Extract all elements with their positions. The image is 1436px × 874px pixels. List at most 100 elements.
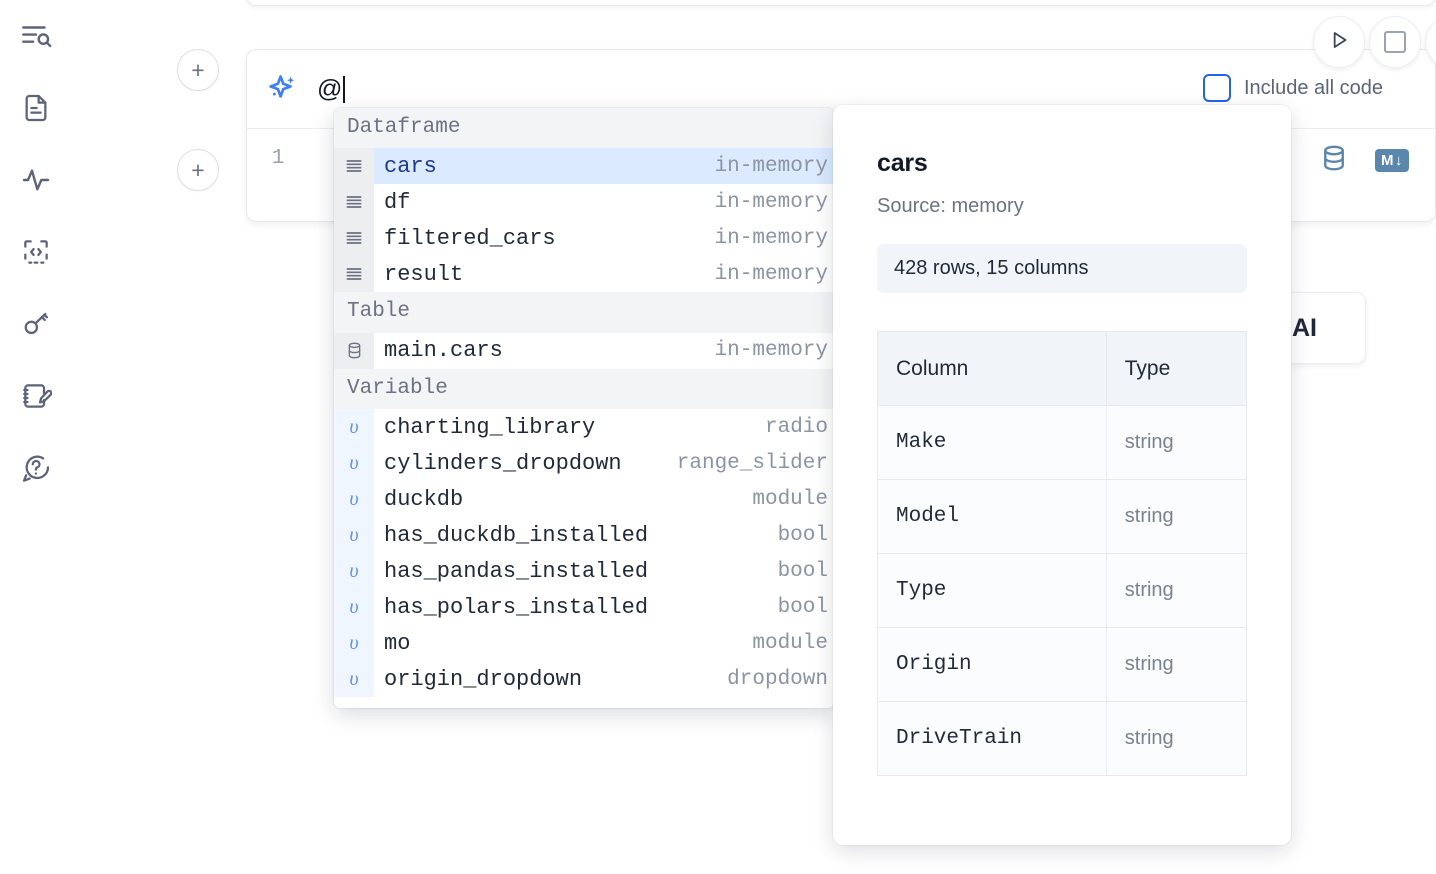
autocomplete-item-name: cylinders_dropdown — [384, 450, 622, 476]
ai-chip-label: AI — [1292, 313, 1317, 342]
ai-prompt-row[interactable]: @ — [247, 50, 1435, 128]
stop-button[interactable] — [1369, 16, 1421, 68]
sidebar-rail — [0, 0, 72, 874]
run-button[interactable] — [1313, 16, 1365, 68]
document-icon — [20, 92, 52, 124]
autocomplete-item-type: range_slider — [676, 451, 828, 475]
autocomplete-item-type: in-memory — [714, 226, 828, 250]
line-number: 1 — [271, 147, 285, 170]
key-icon — [20, 308, 52, 340]
autocomplete-item-type: radio — [764, 415, 828, 439]
detail-row-column-count: 428 rows, 15 columns — [877, 244, 1247, 293]
ai-prompt-input[interactable]: @ — [317, 75, 346, 104]
markdown-badge[interactable]: M↓ — [1375, 149, 1409, 172]
include-all-code-checkbox[interactable] — [1203, 74, 1231, 102]
markdown-badge-arrow: ↓ — [1395, 152, 1403, 169]
autocomplete-item-type: in-memory — [714, 339, 828, 363]
sidebar-item-file-explorer[interactable] — [14, 14, 58, 58]
schema-column-type: string — [1105, 405, 1248, 480]
autocomplete-section-header: Variable — [334, 368, 834, 410]
autocomplete-item-body: origin_dropdown dropdown — [374, 661, 834, 697]
play-icon — [1326, 27, 1352, 58]
autocomplete-section-header: Dataframe — [334, 108, 834, 149]
schema-col-header-type: Type — [1105, 331, 1248, 406]
autocomplete-item[interactable]: υ cylinders_dropdown range_slider — [334, 445, 834, 482]
variable-icon: υ — [334, 409, 374, 446]
autocomplete-item-type: in-memory — [714, 154, 828, 178]
sidebar-item-secrets[interactable] — [14, 302, 58, 346]
sparkle-icon — [265, 72, 299, 106]
autocomplete-item[interactable]: cars in-memory — [334, 148, 834, 185]
activity-icon — [20, 164, 52, 196]
autocomplete-item-type: module — [752, 487, 828, 511]
sidebar-item-snippets[interactable] — [14, 230, 58, 274]
table-rows-icon — [334, 148, 374, 185]
dataframe-detail-panel: cars Source: memory 428 rows, 15 columns… — [833, 105, 1291, 845]
autocomplete-item-type: module — [752, 631, 828, 655]
detail-source: Source: memory — [877, 195, 1024, 217]
variable-icon: υ — [334, 481, 374, 518]
autocomplete-item-name: has_polars_installed — [384, 594, 649, 620]
sidebar-item-scratchpad[interactable] — [14, 374, 58, 418]
autocomplete-item-body: cylinders_dropdown range_slider — [374, 445, 834, 481]
database-icon[interactable] — [1319, 143, 1349, 178]
variable-icon: υ — [334, 517, 374, 554]
sidebar-item-activity[interactable] — [14, 158, 58, 202]
autocomplete-item-name: has_pandas_installed — [384, 558, 649, 584]
notebook-edit-icon — [20, 380, 52, 412]
schema-column-name: DriveTrain — [877, 701, 1107, 776]
variable-icon: υ — [334, 661, 374, 698]
schema-table-header-row: Column Type — [877, 331, 1248, 406]
add-cell-button-bottom[interactable]: + — [177, 149, 219, 191]
previous-cell[interactable] — [246, 0, 1436, 6]
autocomplete-item-type: bool — [777, 559, 828, 583]
sidebar-item-document[interactable] — [14, 86, 58, 130]
autocomplete-item[interactable]: main.cars in-memory — [334, 332, 834, 369]
autocomplete-item-type: in-memory — [714, 262, 828, 286]
cell-icon-group: M↓ — [1319, 143, 1409, 178]
table-rows-icon — [334, 256, 374, 293]
detail-title: cars — [877, 149, 928, 177]
plus-icon: + — [191, 56, 205, 83]
autocomplete-item[interactable]: filtered_cars in-memory — [334, 220, 834, 257]
file-explorer-icon — [19, 19, 53, 53]
markdown-badge-letter: M — [1381, 152, 1394, 169]
schema-column-type: string — [1105, 701, 1248, 776]
autocomplete-item-name: filtered_cars — [384, 225, 556, 251]
stop-icon — [1384, 31, 1406, 53]
plus-icon: + — [191, 156, 205, 183]
autocomplete-item[interactable]: υ origin_dropdown dropdown — [334, 661, 834, 698]
autocomplete-item-name: main.cars — [384, 338, 503, 364]
variable-icon: υ — [334, 589, 374, 626]
table-rows-icon — [334, 220, 374, 257]
autocomplete-item-type: dropdown — [727, 667, 828, 691]
autocomplete-item-type: in-memory — [714, 190, 828, 214]
sidebar-item-help[interactable] — [14, 446, 58, 490]
autocomplete-item-name: origin_dropdown — [384, 666, 583, 692]
add-cell-button-top[interactable]: + — [177, 49, 219, 91]
code-cell-row[interactable]: 1 M↓ — [247, 129, 1435, 221]
text-cursor — [343, 75, 346, 103]
variable-icon: υ — [334, 445, 374, 482]
autocomplete-item-body: cars in-memory — [374, 148, 834, 185]
autocomplete-item-name: cars — [384, 153, 437, 179]
include-all-code-toggle[interactable]: Include all code — [1203, 74, 1383, 102]
